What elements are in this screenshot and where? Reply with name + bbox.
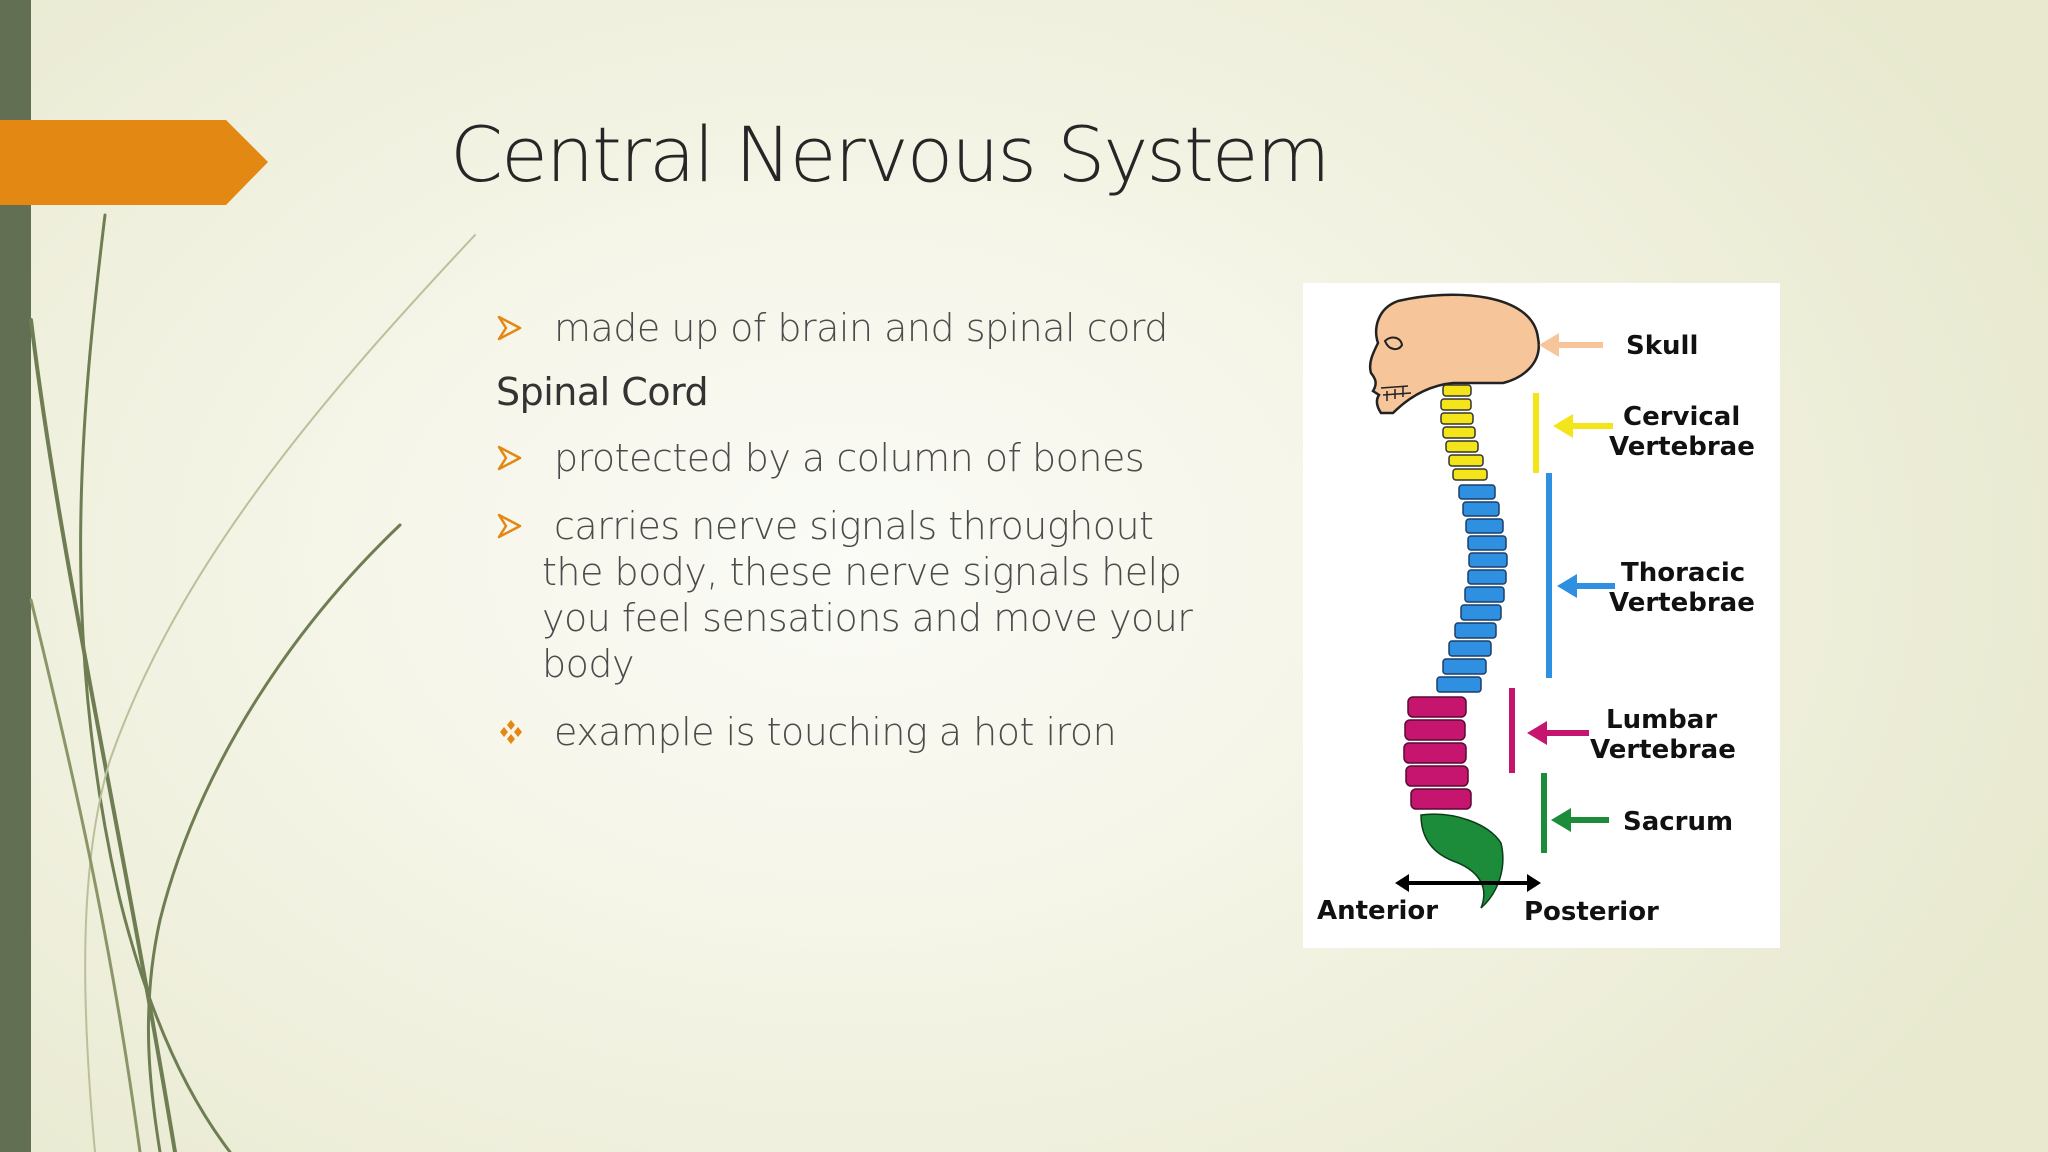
sacrum-shape (1420, 813, 1504, 909)
label-thoracic: Thoracic (1621, 558, 1745, 588)
label-sacrum: Sacrum (1623, 807, 1733, 837)
bullet-item: carries nerve signals throughout the bod… (496, 503, 1196, 687)
bullet-list: made up of brain and spinal cord Spinal … (496, 305, 1196, 755)
label-lumbar: Lumbar (1606, 705, 1717, 735)
label-anterior: Anterior (1317, 896, 1438, 926)
title-accent-arrow (0, 120, 268, 205)
label-thoracic-vertebrae: Vertebrae (1609, 588, 1755, 618)
label-lumbar-vertebrae: Vertebrae (1590, 735, 1736, 765)
label-skull: Skull (1626, 331, 1698, 361)
arrow-bullet-icon (497, 445, 522, 471)
bullet-item: protected by a column of bones (496, 435, 1196, 481)
arrow-bullet-icon (497, 315, 522, 341)
cervical-vertebrae (1440, 384, 1488, 481)
section-heading: Spinal Cord (496, 370, 709, 414)
thoracic-vertebrae (1436, 484, 1508, 693)
label-posterior: Posterior (1524, 897, 1659, 927)
skull-shape (1368, 293, 1541, 415)
grass-decoration (29, 213, 476, 1152)
bullet-item: example is touching a hot iron (496, 709, 1196, 755)
lumbar-vertebrae (1403, 696, 1472, 810)
arrow-bullet-icon (497, 513, 522, 539)
bullet-item: made up of brain and spinal cord (496, 305, 1196, 351)
label-cervical: Cervical (1623, 402, 1740, 432)
slide-title: Central Nervous System (450, 110, 1331, 199)
label-cervical-vertebrae: Vertebrae (1609, 432, 1755, 462)
diamond-bullet-icon (500, 720, 522, 744)
spine-diagram: Skull Cervical Vertebrae Thoracic Verteb… (1303, 283, 1780, 948)
